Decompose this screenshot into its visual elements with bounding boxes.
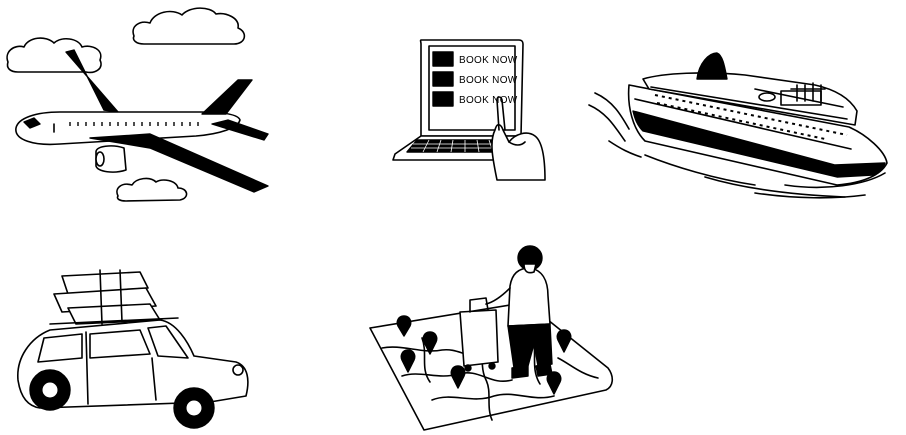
windows bbox=[69, 122, 199, 126]
book-now-button: BOOK NOW bbox=[432, 71, 518, 87]
airplane-illustration bbox=[0, 0, 290, 215]
map-pin-icon bbox=[400, 349, 416, 373]
map-pin-icon bbox=[422, 331, 438, 355]
svg-text:BOOK NOW: BOOK NOW bbox=[459, 55, 518, 66]
map-traveller-illustration bbox=[362, 240, 627, 432]
laptop-booking-illustration: BOOK NOW BOOK NOW BOOK NOW bbox=[385, 30, 555, 195]
svg-text:BOOK NOW: BOOK NOW bbox=[459, 95, 518, 106]
map-pin-icon bbox=[450, 365, 466, 389]
book-now-button: BOOK NOW bbox=[432, 51, 518, 67]
cruise-ship-illustration bbox=[585, 45, 895, 205]
wheel-icon bbox=[173, 387, 215, 429]
cloud-icon bbox=[6, 37, 102, 74]
map-pin-icon bbox=[396, 315, 412, 337]
car-with-luggage-illustration bbox=[10, 262, 260, 432]
book-now-button: BOOK NOW bbox=[432, 91, 518, 107]
cloud-icon bbox=[132, 7, 246, 45]
cloud-icon bbox=[116, 177, 188, 202]
map-pin-icon bbox=[556, 329, 572, 353]
wheel-icon bbox=[29, 369, 71, 411]
svg-text:BOOK NOW: BOOK NOW bbox=[459, 75, 518, 86]
